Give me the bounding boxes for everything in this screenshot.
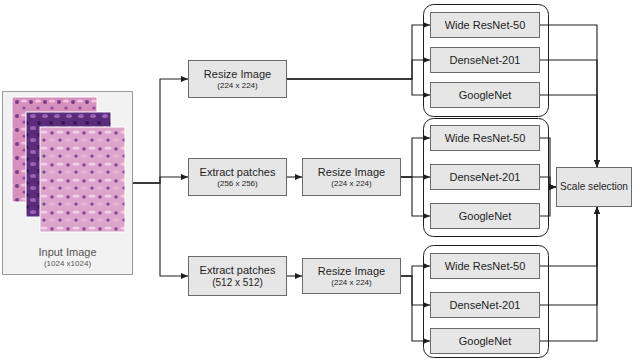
model-group-outline: [424, 5, 549, 117]
box-label: DenseNet-201: [450, 54, 521, 67]
box-label: GoogleNet: [459, 210, 512, 223]
arrow-connector: [540, 207, 597, 341]
size-label: (224 x 224): [331, 179, 371, 188]
arrow-connector: [401, 138, 430, 177]
box-label: DenseNet-201: [450, 299, 521, 312]
process-box: Resize Image(224 x 224): [302, 158, 401, 196]
arrow-connector: [540, 207, 597, 266]
selection-box: Scale selection: [556, 167, 632, 207]
arrow-connector: [401, 266, 430, 276]
box-label: Input Image: [38, 246, 96, 259]
arrow-connector: [133, 177, 188, 183]
arrow-connector: [540, 177, 556, 187]
box-label: Wide ResNet-50: [445, 132, 526, 145]
arrow-connector: [401, 276, 430, 305]
size-label: (224 x 224): [217, 81, 257, 90]
edge-group: [133, 25, 597, 341]
box-label: Extract patches: [200, 264, 276, 277]
model-box: GoogleNet: [430, 203, 540, 229]
box-label: Wide ResNet-50: [445, 260, 526, 273]
arrow-connector: [287, 176, 302, 177]
box-label: Resize Image: [318, 265, 385, 278]
tissue-image: [40, 127, 125, 232]
arrow-connector: [540, 25, 597, 167]
box-label: GoogleNet: [459, 335, 512, 348]
size-label: (256 x 256): [217, 179, 257, 188]
model-group-outline: [424, 246, 549, 358]
process-box: Extract patches(512 x 512): [188, 256, 287, 296]
model-box: Wide ResNet-50: [430, 125, 540, 151]
arrow-connector: [287, 25, 430, 79]
model-group-outline: [424, 119, 549, 237]
box-label: Resize Image: [318, 166, 385, 179]
model-box: GoogleNet: [430, 328, 540, 354]
process-box: Extract patches(256 x 256): [188, 158, 287, 196]
model-box: DenseNet-201: [430, 47, 540, 73]
model-box: DenseNet-201: [430, 164, 540, 190]
model-box: DenseNet-201: [430, 292, 540, 318]
arrow-connector: [401, 177, 430, 216]
arrow-connector: [540, 60, 597, 167]
arrow-connector: [287, 275, 302, 276]
model-box: GoogleNet: [430, 82, 540, 108]
box-label: Extract patches: [200, 166, 276, 179]
process-box: Resize Image(224 x 224): [188, 60, 287, 98]
size-label: (512 x 512): [212, 277, 263, 289]
model-box: Wide ResNet-50: [430, 253, 540, 279]
arrow-connector: [540, 138, 556, 187]
arrow-connector: [287, 60, 430, 79]
input-panel-ground: [3, 92, 133, 275]
arrow-connector: [133, 183, 188, 276]
box-label: Wide ResNet-50: [445, 19, 526, 32]
arrow-connector: [287, 79, 430, 95]
box-label: Resize Image: [204, 68, 271, 81]
arrow-connector: [540, 207, 597, 305]
arrow-connector: [401, 276, 430, 341]
arrow-connector: [133, 79, 188, 183]
box-label: Scale selection: [560, 181, 628, 193]
model-box: Wide ResNet-50: [430, 12, 540, 38]
arrow-connector: [540, 187, 556, 216]
process-box: Resize Image(224 x 224): [302, 258, 401, 294]
box-label: DenseNet-201: [450, 171, 521, 184]
input-image-panel: Input Image(1024 x1024): [2, 91, 133, 275]
arrow-connector: [540, 95, 597, 167]
size-label: (224 x 224): [331, 278, 371, 287]
box-label: GoogleNet: [459, 89, 512, 102]
size-label: (1024 x1024): [44, 259, 91, 268]
